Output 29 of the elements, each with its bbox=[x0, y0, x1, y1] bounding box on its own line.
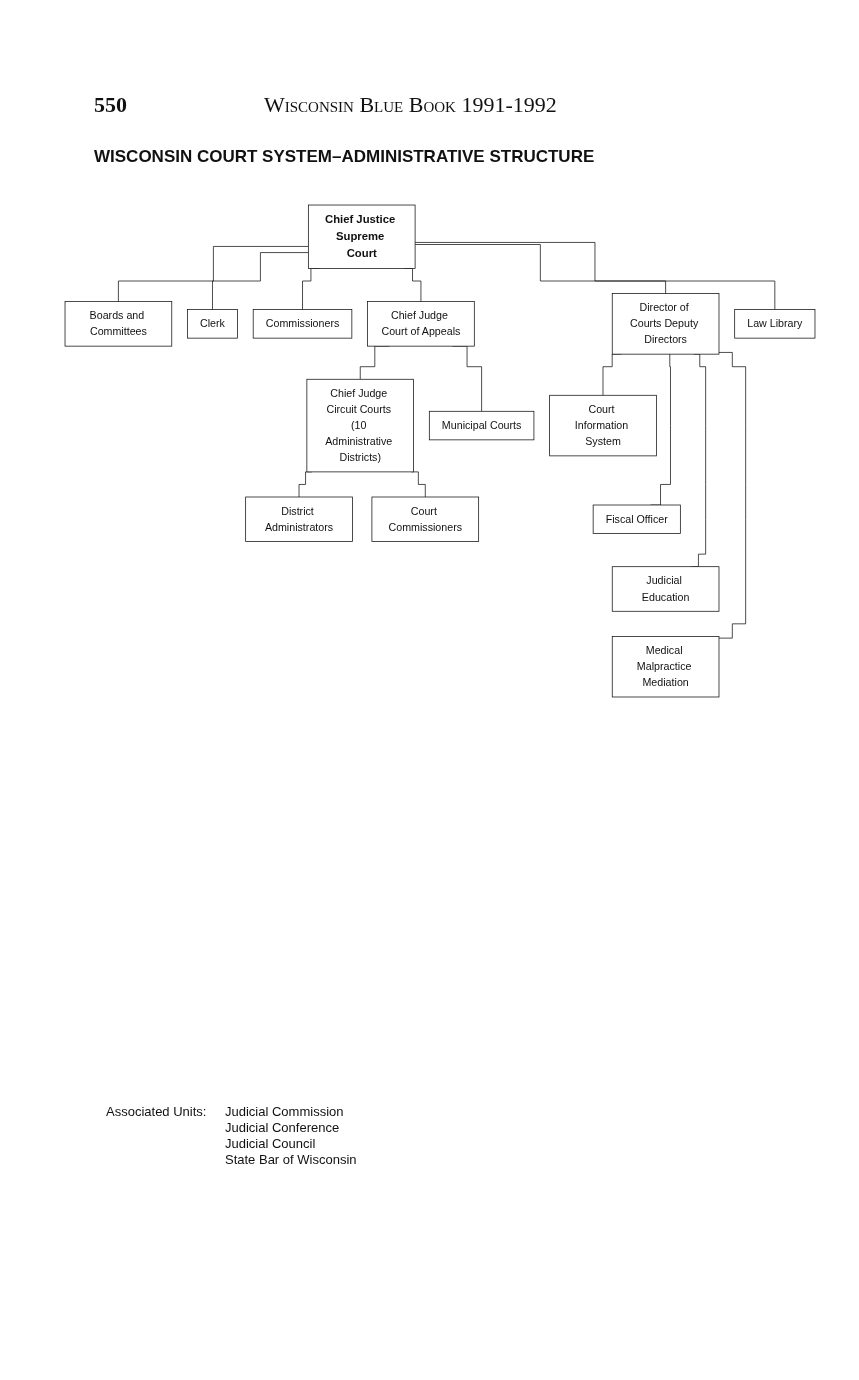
node-box: Law Library bbox=[734, 309, 816, 339]
node-box: District Administrators bbox=[245, 496, 353, 542]
node-box: Court Information System bbox=[549, 394, 657, 457]
node-box: Clerk bbox=[187, 309, 238, 339]
connector bbox=[414, 242, 776, 310]
node-box: Municipal Courts bbox=[428, 410, 535, 441]
connector bbox=[118, 246, 309, 302]
diagram-title: WISCONSIN COURT SYSTEM–ADMINISTRATIVE STRUCTURE bbox=[94, 147, 595, 167]
node-box: Director of Courts Deputy Directors bbox=[611, 293, 720, 355]
node-box: Court Commissioners bbox=[371, 496, 480, 542]
node-box: Fiscal Officer bbox=[592, 504, 681, 534]
list-heading: Associated Units: bbox=[106, 1104, 207, 1119]
list-item: Judicial Conference bbox=[225, 1120, 340, 1135]
node-box: Chief Justice Supreme Court bbox=[308, 204, 416, 269]
node-box: Chief Judge Circuit Courts (10 Administrative Districts) bbox=[306, 378, 414, 473]
connector bbox=[414, 244, 666, 294]
node-box: Judicial Education bbox=[611, 566, 720, 612]
node-box: Medical Malpractice Mediation bbox=[611, 636, 720, 698]
node-box: Chief Judge Court of Appeals bbox=[367, 301, 475, 347]
page-number: 550 bbox=[94, 92, 127, 118]
running-header: Wisconsin Blue Book 1991-1992 bbox=[264, 92, 557, 118]
node-box: Boards and Committees bbox=[64, 301, 173, 347]
list-item: Judicial Commission bbox=[225, 1104, 344, 1119]
connector bbox=[718, 352, 747, 639]
node-box: Commissioners bbox=[252, 309, 353, 339]
connector bbox=[212, 252, 309, 310]
list-item: Judicial Council bbox=[225, 1136, 316, 1151]
list-item: State Bar of Wisconsin bbox=[225, 1152, 357, 1167]
connector bbox=[411, 471, 426, 498]
